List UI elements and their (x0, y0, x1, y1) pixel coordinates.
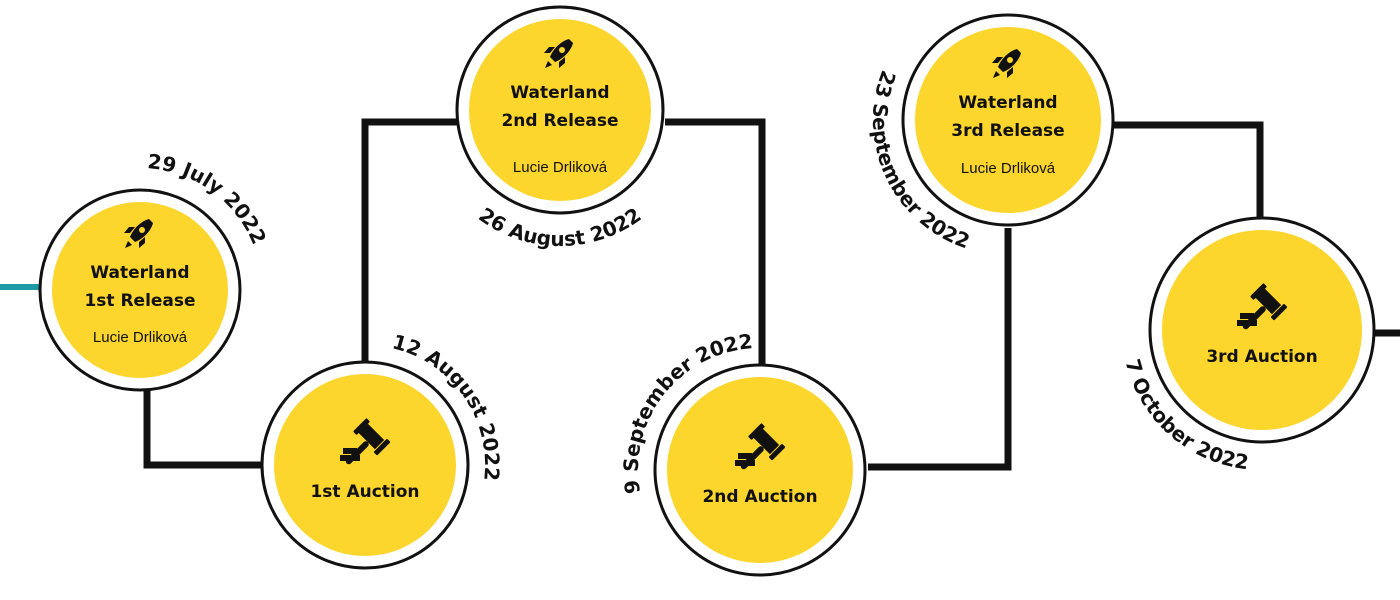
connector-2 (361, 118, 458, 362)
node-title: Waterland (90, 263, 189, 283)
connector-4 (868, 228, 1012, 471)
node-title: 2nd Auction (702, 487, 817, 507)
node-author: Lucie Drliková (513, 159, 608, 176)
node-disc (52, 202, 228, 378)
node-title: Waterland (958, 93, 1057, 113)
node-title: Waterland (510, 83, 609, 103)
node-author: Lucie Drliková (961, 160, 1056, 177)
node-author: Lucie Drliková (93, 329, 188, 346)
node-disc (274, 374, 456, 556)
connector-5 (1112, 121, 1264, 220)
node-title: 3rd Auction (1206, 347, 1317, 367)
node-subtitle: 1st Release (84, 291, 195, 311)
node-title: 1st Auction (310, 482, 419, 502)
connector-1 (143, 390, 262, 469)
node-disc (469, 19, 651, 201)
node-subtitle: 2nd Release (501, 111, 618, 131)
connector-3 (665, 118, 766, 365)
node-disc (915, 27, 1101, 213)
node-disc (667, 377, 853, 563)
node-subtitle: 3rd Release (951, 121, 1064, 141)
node-disc (1162, 230, 1362, 430)
